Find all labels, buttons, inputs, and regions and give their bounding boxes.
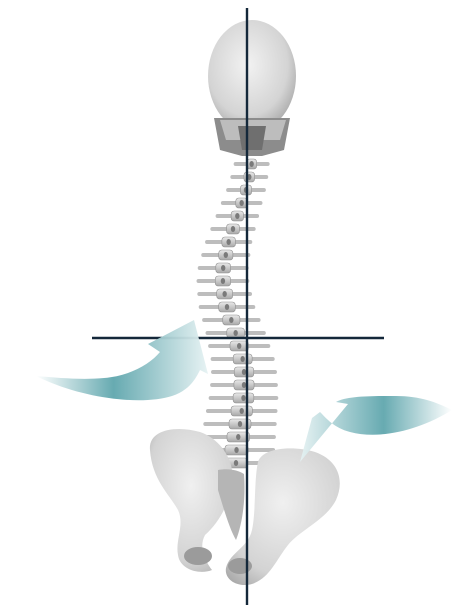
vertebra bbox=[208, 341, 270, 351]
vertebra bbox=[198, 263, 249, 273]
skull bbox=[208, 20, 296, 156]
vertebra bbox=[202, 315, 260, 325]
vertebra bbox=[197, 289, 252, 299]
vertebra bbox=[221, 198, 263, 208]
vertebra bbox=[205, 237, 252, 247]
right-arrow bbox=[300, 396, 452, 462]
vertebra bbox=[216, 211, 259, 221]
vertebra bbox=[206, 328, 266, 338]
vertebra bbox=[230, 172, 268, 182]
vertebra bbox=[234, 159, 270, 169]
vertebra bbox=[210, 224, 255, 234]
vertebra bbox=[203, 419, 276, 429]
vertebra bbox=[211, 354, 275, 364]
vertebra bbox=[211, 367, 277, 377]
vertebra bbox=[201, 250, 250, 260]
vertebra bbox=[197, 276, 250, 286]
spine bbox=[197, 159, 279, 468]
left-arrow bbox=[36, 320, 208, 400]
vertebra bbox=[206, 406, 278, 416]
vertebra bbox=[209, 393, 279, 403]
vertebra bbox=[210, 380, 278, 390]
